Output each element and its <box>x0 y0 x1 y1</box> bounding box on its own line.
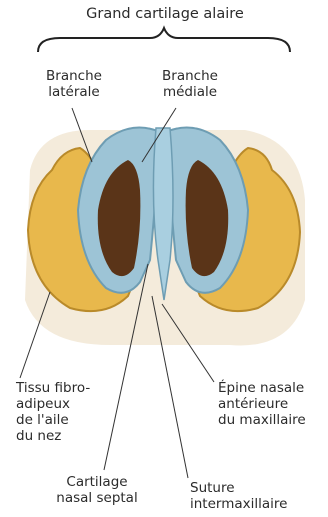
nasal-spine-label: Épine nasale antérieure du maxillaire <box>218 380 326 428</box>
intermaxillary-suture-label: Suture intermaxillaire <box>190 480 316 512</box>
medial-branch-label: Branche médiale <box>150 68 230 100</box>
brace <box>38 28 290 52</box>
lateral-branch-label: Branche latérale <box>32 68 116 100</box>
septal-cartilage-label: Cartilage nasal septal <box>42 474 152 506</box>
fibro-tissue-label: Tissu fibro- adipeux de l'aile du nez <box>16 380 126 444</box>
